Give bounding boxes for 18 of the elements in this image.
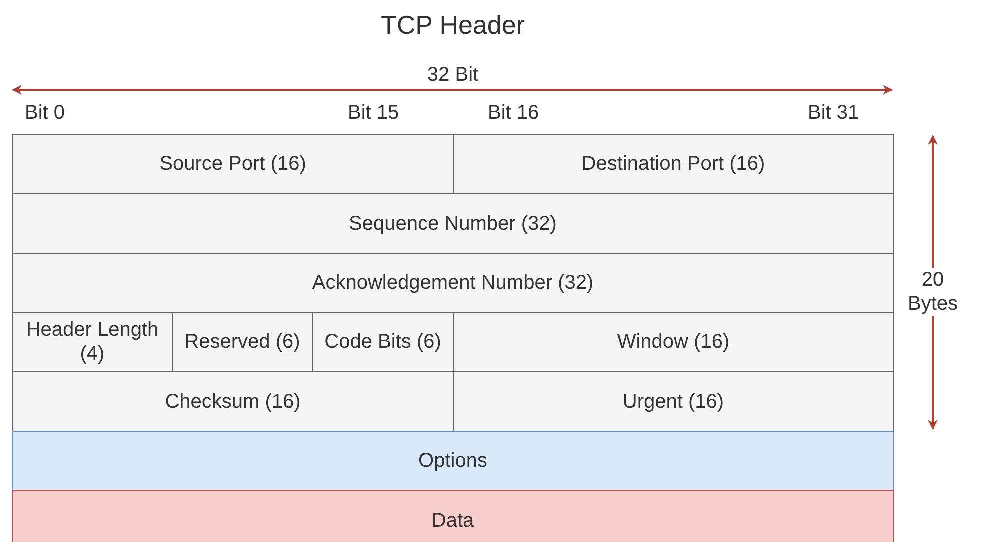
header-field: Options: [12, 431, 894, 491]
header-field: Source Port (16): [12, 134, 454, 194]
header-field: Sequence Number (32): [12, 193, 894, 254]
header-field: Urgent (16): [453, 371, 894, 432]
header-field: Code Bits (6): [312, 312, 454, 372]
bit-label: Bit 16: [488, 101, 540, 125]
header-field: Reserved (6): [172, 312, 313, 372]
bit-label: Bit 31: [808, 101, 860, 125]
header-field: Checksum (16): [12, 371, 454, 432]
header-field: Destination Port (16): [453, 134, 894, 194]
header-field: Data: [12, 490, 894, 542]
header-field: Acknowledgement Number (32): [12, 253, 894, 313]
dimension-label: 32 Bit: [426, 63, 480, 87]
header-field: Window (16): [453, 312, 894, 372]
bit-label: Bit 0: [25, 101, 66, 125]
title: TCP Header: [380, 10, 526, 40]
header-field: Header Length (4): [12, 312, 173, 372]
bit-label: Bit 15: [348, 101, 400, 125]
